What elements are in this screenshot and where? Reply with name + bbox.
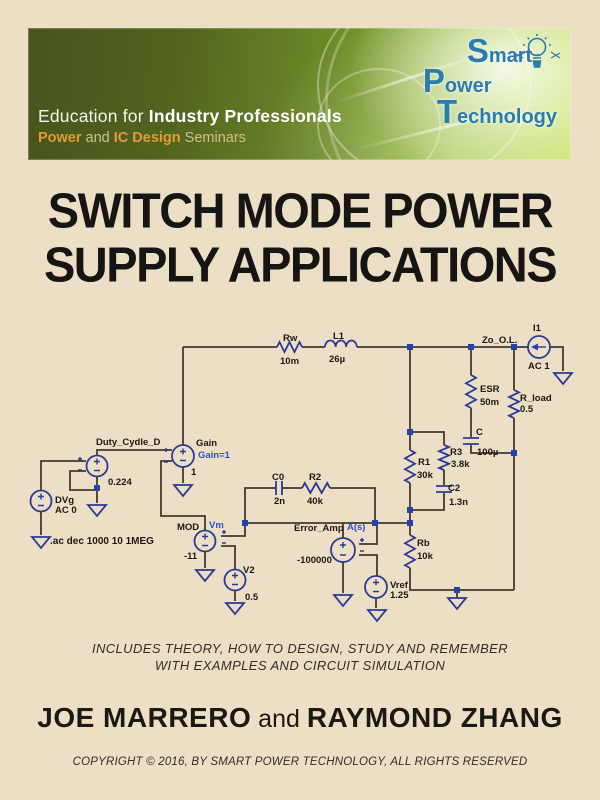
as-node-label: A(s)	[347, 522, 365, 533]
banner-line1: Education for Industry Professionals	[38, 106, 342, 127]
banner-line1-normal: Education for	[38, 106, 149, 126]
gain-label: Gain	[196, 438, 217, 449]
resistor-rw	[276, 339, 303, 355]
rload-label: R_load	[520, 393, 552, 404]
title-line1: SWITCH MODE POWER	[47, 182, 554, 238]
l1-label: L1	[333, 331, 345, 342]
c0-value: 2n	[274, 496, 285, 507]
c2-label: C2	[448, 483, 460, 494]
vref-value: 1.25	[390, 590, 409, 601]
tagline-line1: INCLUDES THEORY, HOW TO DESIGN, STUDY AN…	[91, 641, 509, 656]
logo-word-smart: Smart	[466, 32, 533, 69]
authors-connector: and	[251, 705, 307, 733]
tagline-line2: WITH EXAMPLES AND CIRCUIT SIMULATION	[154, 658, 446, 673]
rw-value: 10m	[280, 356, 299, 367]
error-amp-label: Error_Amp	[294, 523, 344, 534]
logo-word-technology: Technology	[436, 92, 557, 130]
cover-tagline: INCLUDES THEORY, HOW TO DESIGN, STUDY AN…	[0, 640, 600, 674]
banner-line2: Power and IC Design Seminars	[38, 130, 342, 146]
i1-value: AC 1	[528, 361, 550, 372]
esr-value: 50m	[480, 397, 499, 408]
duty-cycle-label: Duty_Cydle_D	[96, 437, 161, 448]
zo-node-label: Zo_O.L.	[482, 335, 517, 346]
resistor-rload	[506, 389, 522, 419]
r2-value: 40k	[307, 496, 324, 507]
resistor-esr	[464, 374, 478, 409]
author-2: RAYMOND ZHANG	[306, 702, 563, 733]
banner-swirl	[317, 28, 531, 160]
resistor-r3	[436, 444, 452, 471]
logo-word-power: Power	[422, 62, 492, 100]
vm-node-label: Vm	[209, 520, 224, 531]
authors-line: JOE MARRERO and RAYMOND ZHANG	[0, 702, 600, 734]
gain-value: 1	[191, 467, 197, 478]
mod-label: MOD	[177, 522, 199, 533]
author-1: JOE MARRERO	[37, 702, 252, 733]
inductor-l1	[324, 339, 358, 348]
i1-arrowhead	[531, 343, 538, 351]
capacitor-c0	[275, 481, 283, 495]
company-logo: Smart Power Technology	[421, 32, 561, 130]
r1-label: R1	[418, 457, 431, 468]
junction-dots	[94, 344, 517, 593]
rb-value: 10k	[417, 551, 434, 562]
c-label: C	[476, 427, 483, 438]
source-v2	[223, 568, 247, 592]
vref-label: Vref	[390, 580, 409, 591]
r3-value: 3.8k	[451, 459, 470, 470]
esr-label: ESR	[480, 384, 500, 395]
r1-value: 30k	[417, 470, 434, 481]
source-vref	[364, 575, 388, 599]
resistor-r2	[301, 481, 331, 495]
duty-cycle-value: 0.224	[108, 477, 132, 488]
dvg-label: DVg	[55, 495, 74, 506]
v2-label: V2	[243, 565, 255, 576]
c2-value: 1.3n	[449, 497, 468, 508]
error-amp-value: -100000	[297, 555, 332, 566]
c-value: 100µ	[477, 447, 498, 458]
circuit-labels: Rw 10m L1 26µ Zo_O.L. I1 AC 1 ESR 50m C …	[50, 323, 552, 603]
dvg-value: AC 0	[55, 505, 77, 516]
source-error-amp	[330, 537, 356, 563]
l1-value: 26µ	[329, 354, 345, 365]
source-dvg	[29, 489, 53, 513]
rb-label: Rb	[417, 538, 430, 549]
ground-symbols	[30, 372, 574, 623]
banner-swirl	[317, 68, 441, 160]
source-i1	[527, 335, 551, 359]
resistor-r1	[403, 449, 417, 484]
banner-line2-power: Power	[38, 130, 82, 146]
source-mod	[193, 529, 217, 553]
circuit-components	[29, 335, 551, 599]
book-title: SWITCH MODE POWER SUPPLY APPLICATIONS	[0, 182, 600, 293]
gain-param: Gain=1	[198, 450, 231, 461]
source-duty-cycle	[85, 454, 109, 478]
rload-value: 0.5	[520, 404, 534, 415]
banner-line1-bold: Industry Professionals	[148, 106, 342, 126]
r2-label: R2	[309, 472, 321, 483]
source-gain	[171, 444, 195, 468]
v2-value: 0.5	[245, 592, 259, 603]
banner-tagline: Education for Industry Professionals Pow…	[38, 106, 342, 146]
header-banner: Education for Industry Professionals Pow…	[28, 28, 571, 160]
spice-directive: .ac dec 1000 10 1MEG	[50, 536, 154, 547]
c0-label: C0	[272, 472, 284, 483]
polarity-marks	[38, 448, 379, 593]
banner-line2-and: and	[81, 130, 114, 146]
resistor-rb	[403, 534, 417, 569]
banner-line2-seminars: Seminars	[180, 130, 246, 146]
capacitor-c	[463, 437, 479, 445]
r3-label: R3	[450, 447, 462, 458]
mod-value: -11	[184, 551, 198, 562]
light-bulb-icon	[513, 33, 561, 68]
rw-label: Rw	[283, 333, 298, 344]
banner-line2-icdesign: IC Design	[113, 130, 181, 146]
capacitor-c2	[436, 485, 452, 493]
i1-label: I1	[533, 323, 542, 334]
title-line2: SUPPLY APPLICATIONS	[43, 236, 558, 293]
copyright-line: COPYRIGHT © 2016, BY SMART POWER TECHNOL…	[72, 756, 528, 768]
